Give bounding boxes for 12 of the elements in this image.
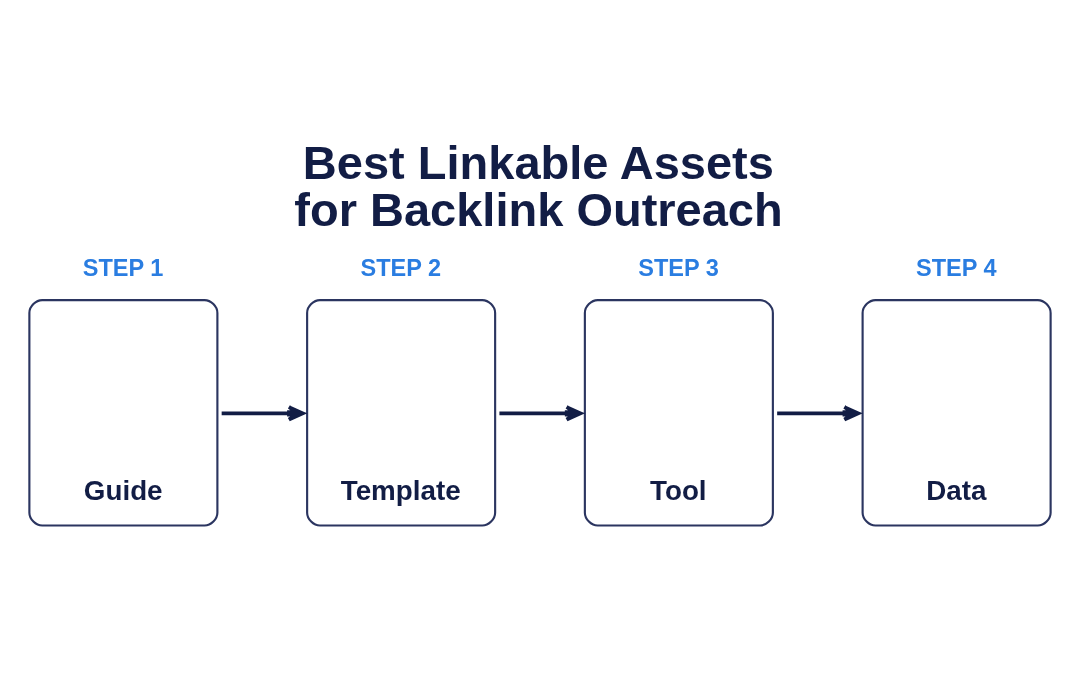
node-label: STEP 1 bbox=[82, 255, 164, 282]
arrow bbox=[221, 405, 305, 422]
node-box: Tool bbox=[583, 299, 774, 527]
node-box: Guide bbox=[28, 299, 219, 527]
diagram-title: Best Linkable Assets for Backlink Outreach bbox=[294, 136, 783, 237]
node-box: Data bbox=[861, 299, 1052, 527]
node-box: Template bbox=[306, 299, 497, 527]
arrow bbox=[499, 405, 583, 422]
node-label: STEP 3 bbox=[638, 255, 719, 282]
node-label: STEP 2 bbox=[360, 255, 442, 282]
node-label: STEP 4 bbox=[916, 255, 997, 282]
arrow bbox=[777, 405, 861, 422]
